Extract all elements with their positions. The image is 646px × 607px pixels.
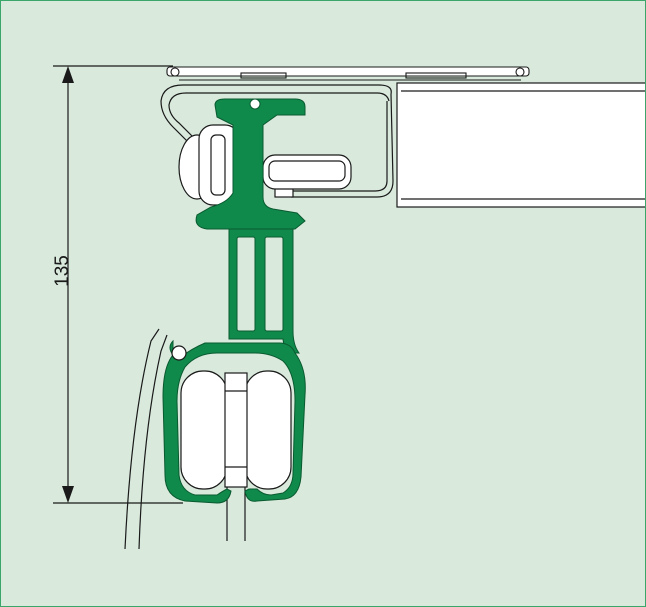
- dimension-arrow-top: [62, 66, 74, 83]
- profile-clip-hole: [171, 345, 187, 361]
- profile-hollows: [236, 236, 284, 332]
- lower-roller-left: [180, 370, 228, 490]
- plate-slot-left: [240, 72, 287, 79]
- dimension-arrow-bottom: [62, 486, 74, 503]
- profile-head-nub: [249, 98, 261, 110]
- dimension-label: 135: [52, 255, 73, 287]
- roller-left-hub: [210, 134, 226, 196]
- panel-edge-left: [124, 328, 160, 550]
- dimension-annotation: [53, 65, 183, 504]
- beam-outer: [396, 82, 645, 208]
- bracket-outer: [160, 84, 392, 196]
- lower-rollers: [180, 370, 292, 490]
- panel-edge-right: [138, 334, 168, 550]
- upper-roller-right: [262, 154, 352, 190]
- roller-right-hub: [268, 160, 346, 182]
- ceiling-beam: [396, 82, 645, 208]
- plate-top: [166, 66, 530, 77]
- profile-head: [195, 98, 306, 230]
- plate-slot-right: [405, 72, 467, 79]
- plate-screw-left: [170, 67, 180, 77]
- mounting-plate: [166, 66, 530, 81]
- lower-roller-axle: [224, 372, 248, 488]
- plate-screw-right: [515, 67, 525, 77]
- lower-roller-right: [244, 370, 292, 490]
- hollow-left: [236, 236, 256, 332]
- bracket-inner: [168, 92, 390, 190]
- hollow-right: [264, 236, 284, 332]
- bracket-lower: [291, 93, 394, 198]
- upper-roller-left: [178, 124, 240, 206]
